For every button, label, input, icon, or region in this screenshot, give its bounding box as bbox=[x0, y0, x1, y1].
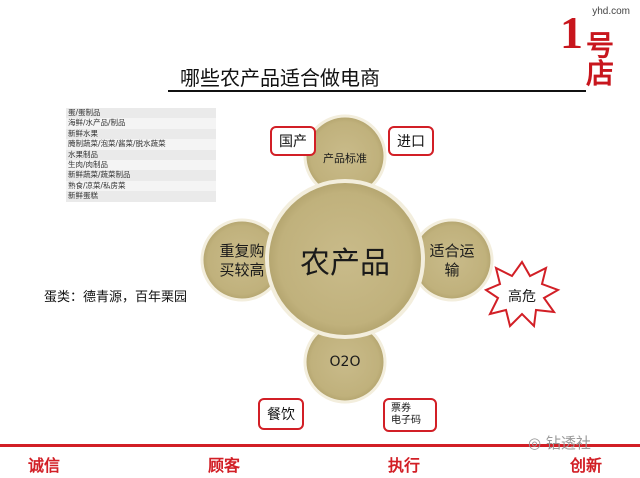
yhd-logo: yhd.com 1 号店 bbox=[560, 6, 636, 88]
label-repeat-purchase-line2: 买较高 bbox=[219, 261, 265, 279]
callout-voucher-line2: 电子码 bbox=[391, 415, 421, 426]
category-list: 蛋/蛋制品 海鲜/水产品/制品 新鲜水果 腌制蔬菜/泡菜/酱菜/脱水蔬菜 水果制… bbox=[66, 108, 216, 202]
label-transport-line1: 适合运 bbox=[429, 242, 475, 260]
label-repeat-purchase: 重复购 买较高 bbox=[202, 242, 282, 280]
callout-domestic: 国产 bbox=[270, 126, 316, 156]
label-transport-line2: 输 bbox=[444, 261, 460, 279]
circle-center bbox=[265, 179, 425, 339]
slide-title: 哪些农产品适合做电商 bbox=[180, 66, 380, 90]
egg-brand-note: 蛋类：德青源，百年栗园 bbox=[44, 290, 188, 305]
callout-catering: 餐饮 bbox=[258, 398, 304, 430]
category-item: 海鲜/水产品/制品 bbox=[66, 118, 216, 129]
category-item: 生肉/肉制品 bbox=[66, 159, 216, 171]
category-item: 水果制品 bbox=[66, 149, 216, 160]
label-agri-product: 农产品 bbox=[300, 246, 390, 281]
wechat-account-name: 钻透社 bbox=[545, 434, 591, 452]
category-item: 新鲜蔬菜/蔬菜制品 bbox=[66, 170, 216, 181]
category-item: 新鲜蛋糕 bbox=[66, 191, 216, 202]
wechat-watermark: ◎ 钻透社 bbox=[528, 432, 591, 453]
footer-word-integrity: 诚信 bbox=[28, 456, 61, 475]
footer-rule bbox=[0, 444, 640, 447]
starburst-shape bbox=[483, 260, 561, 329]
wechat-icon: ◎ bbox=[528, 434, 542, 452]
category-item: 熟食/凉菜/私房菜 bbox=[66, 180, 216, 192]
category-item: 新鲜水果 bbox=[66, 128, 216, 140]
callout-voucher: 票券 电子码 bbox=[383, 398, 437, 432]
footer-word-innovation: 创新 bbox=[570, 456, 603, 475]
label-repeat-purchase-line1: 重复购 bbox=[219, 242, 265, 260]
label-high-risk: 高危 bbox=[508, 289, 536, 305]
label-o2o: O2O bbox=[329, 354, 361, 370]
title-underline bbox=[168, 90, 586, 92]
logo-text: 号店 bbox=[586, 29, 615, 90]
logo-number: 1 bbox=[560, 7, 583, 58]
label-product-standard: 产品标准 bbox=[323, 152, 367, 165]
label-transport: 适合运 输 bbox=[412, 242, 492, 280]
footer-word-customer: 顾客 bbox=[208, 456, 241, 475]
callout-voucher-line1: 票券 bbox=[391, 403, 411, 414]
logo-url: yhd.com bbox=[592, 6, 630, 17]
callout-import: 进口 bbox=[388, 126, 434, 156]
category-item: 腌制蔬菜/泡菜/酱菜/脱水蔬菜 bbox=[66, 139, 216, 150]
footer-word-execution: 执行 bbox=[388, 456, 421, 475]
category-item: 蛋/蛋制品 bbox=[66, 108, 216, 119]
